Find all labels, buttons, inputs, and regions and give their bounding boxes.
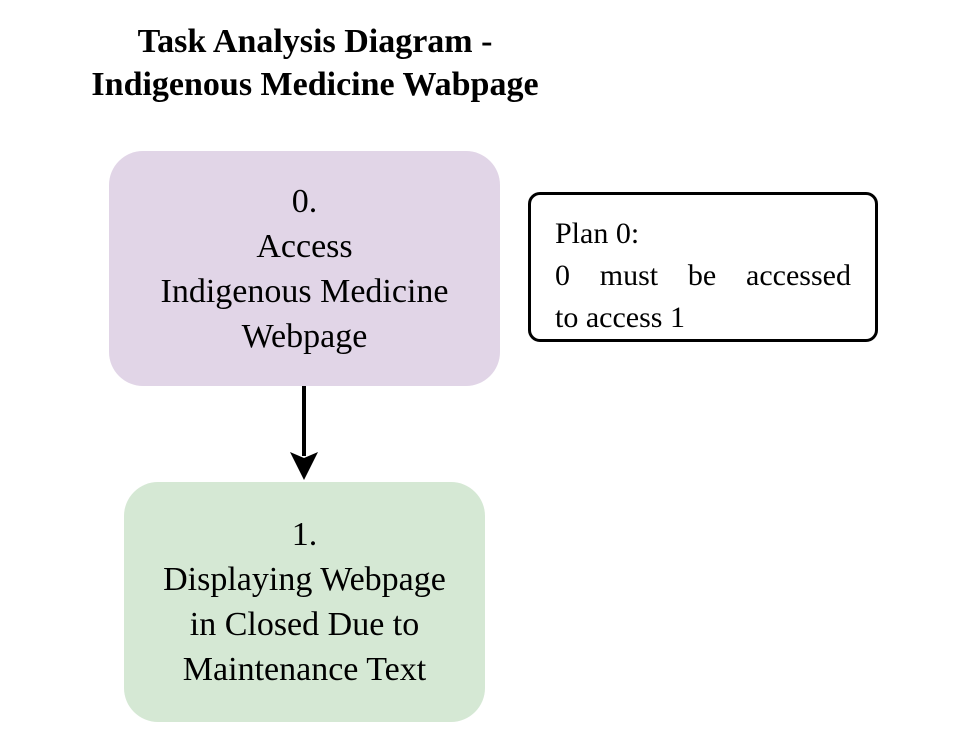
task-node-0-number: 0. (291, 182, 318, 220)
task-node-1-line-2: in Closed Due to (189, 606, 420, 643)
plan-line-1: 0 must be accessed (555, 255, 851, 297)
plan-word: 0 (555, 259, 570, 292)
title-line-2: Indigenous Medicine Wabpage (91, 66, 539, 103)
plan-box: Plan 0: 0 must be accessed to access 1 (528, 192, 878, 342)
arrowhead-icon (290, 452, 318, 480)
task-node-1-line-1: Displaying Webpage (163, 561, 446, 598)
task-node-1-line-3: Maintenance Text (182, 651, 427, 688)
plan-line-2: to access 1 (555, 301, 685, 334)
task-node-0-line-2: Indigenous Medicine (160, 272, 449, 310)
plan-word: must (599, 259, 659, 292)
task-node-0: 0. Access Indigenous Medicine Webpage (109, 151, 500, 386)
task-node-1-number: 1. (291, 516, 318, 553)
title-line-1: Task Analysis Diagram - (137, 23, 493, 60)
plan-word: accessed (746, 259, 851, 292)
plan-heading: Plan 0: (555, 217, 640, 250)
edge-0-to-1-arrow (290, 386, 318, 480)
task-node-1: 1. Displaying Webpage in Closed Due to M… (124, 482, 485, 722)
diagram-title: Task Analysis Diagram - Indigenous Medic… (40, 20, 590, 106)
task-node-0-line-1: Access (256, 227, 353, 265)
plan-word: be (687, 259, 717, 292)
task-node-0-line-3: Webpage (241, 317, 368, 355)
